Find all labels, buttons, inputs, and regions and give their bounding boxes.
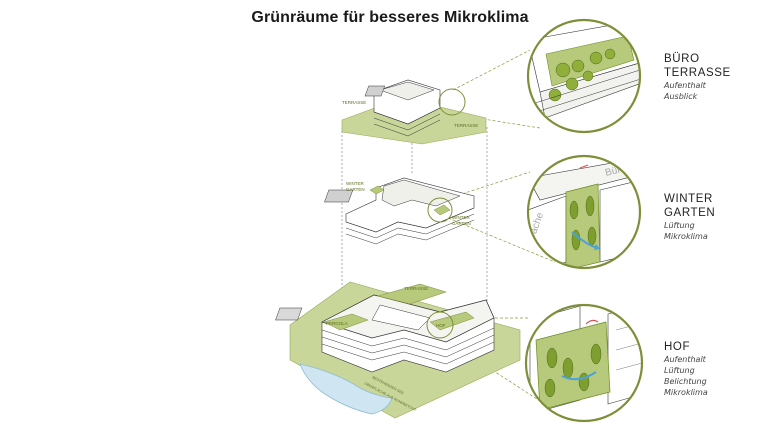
plan-label-terrasse-base: TERRASSE [404,286,428,291]
plan-label-hof: HOF [436,323,446,328]
label-hof-heading-1: HOF [664,341,691,353]
label-wintergarten-heading-2: GARTEN [664,207,716,219]
label-hof: HOF Aufenthalt Lüftung Belichtung Mikrok… [664,340,708,398]
plan-label-pergola: PERGOLA [326,321,348,326]
label-buero-terrasse-heading-2: TERRASSE [664,67,731,79]
label-hof-detail-4: Mikroklima [664,388,708,397]
plan-label-wintergarten-right-1: WINTER [452,215,470,220]
plan-label-wintergarten-left-1: WINTER [346,181,364,186]
label-wintergarten-heading-1: WINTER [664,193,713,205]
middle-level [324,177,475,245]
plan-label-wintergarten-left-2: GARTEN [346,187,365,192]
plan-circle-hof [426,311,454,339]
base-level [275,281,521,419]
level-connectors [341,127,488,308]
plan-circle-wintergarten [427,197,453,223]
detail-circle-buero-terrasse [526,18,642,134]
label-hof-detail-2: Lüftung [664,366,695,375]
detail-circle-hof [524,303,644,423]
label-buero-terrasse-detail-1: Aufenthalt [664,81,706,90]
label-buero-terrasse: BÜRO TERRASSE Aufenthalt Ausblick [664,52,731,102]
lake [299,363,393,415]
top-level [341,79,487,145]
label-wintergarten-detail-2: Mikroklima [664,232,708,241]
label-buero-terrasse-heading-1: BÜRO [664,53,700,65]
label-buero-terrasse-detail-2: Ausblick [664,92,698,101]
page-title: Grünräume für besseres Mikroklima [251,9,529,26]
label-wintergarten-detail-1: Lüftung [664,221,695,230]
detail-circle-wintergarten: ache Büro [526,154,642,270]
plan-circle-terrasse [438,88,466,116]
plan-label-wintergarten-right-2: GARTEN [452,221,471,226]
plan-label-terrasse-top-left: TERRASSE [342,100,366,105]
label-wintergarten: WINTER GARTEN Lüftung Mikroklima [664,192,715,242]
label-hof-detail-1: Aufenthalt [664,355,706,364]
label-hof-detail-3: Belichtung [664,377,707,386]
plan-label-terrasse-top-right: TERRASSE [454,123,478,128]
